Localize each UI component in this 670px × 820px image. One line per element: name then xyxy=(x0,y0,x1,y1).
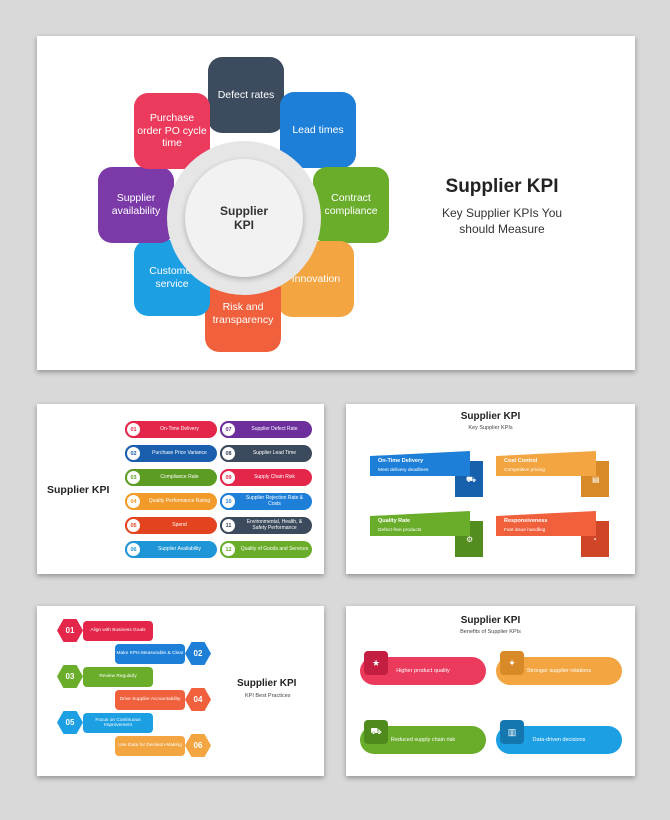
petal-contract-compliance: Contract compliance xyxy=(313,167,389,243)
thumbnail-best-practices[interactable]: Supplier KPI KPI Best Practices Align wi… xyxy=(37,606,324,776)
ribbon-title: Cost Control xyxy=(504,458,538,464)
ribbon-title: Quality Rate xyxy=(378,518,411,524)
step-number-hex: 02 xyxy=(185,642,211,665)
kpi-label: Spend xyxy=(172,521,187,528)
kpi-number: 12 xyxy=(220,541,237,558)
kpi-item: 02 Purchase Price Variance xyxy=(125,445,217,462)
kpi-label: Environmental, Health, & Safety Performa… xyxy=(246,519,303,531)
ribbon-description: Defect-free products xyxy=(378,528,422,533)
kpi-label: Quality of Goods and Services xyxy=(240,545,309,552)
kpi-label: Supply Chain Risk xyxy=(254,473,295,480)
kpi-item: 11 Environmental, Health, & Safety Perfor… xyxy=(220,517,312,534)
petal-label: Contract compliance xyxy=(324,192,378,217)
ribbon-icon: ◔ xyxy=(592,535,597,544)
kpi-item: 07 Supplier Defect Rate xyxy=(220,421,312,438)
ribbon-icon: ▤ xyxy=(592,475,600,484)
kpi-number: 04 xyxy=(125,493,142,510)
kpi-item: 09 Supply Chain Risk xyxy=(220,469,312,486)
petal-label: Supplier availability xyxy=(111,192,161,217)
slide-title: Supplier KPI xyxy=(445,176,559,197)
thumbnail-kpi-list[interactable]: Supplier KPI 01 On-Time Delivery 02 Purchas… xyxy=(37,404,324,574)
petal-label: Innovation xyxy=(291,272,341,285)
kpi-number: 10 xyxy=(220,493,237,510)
benefit-icon: ▥ xyxy=(500,720,524,744)
kpi-item: 10 Supplier Rejection Rate & Costs xyxy=(220,493,312,510)
slide-title: Supplier KPI xyxy=(460,411,521,422)
petal-supplier-availability: Supplier availability xyxy=(98,167,174,243)
thumbnail-key-kpis[interactable]: Supplier KPI Key Supplier KPIs On-Time D… xyxy=(346,404,635,574)
kpi-label: On-Time Delivery xyxy=(160,425,199,432)
slide-title: Supplier KPI xyxy=(237,678,297,689)
benefit-icon: ⛟ xyxy=(364,720,388,744)
step-bar: Focus on Continuous Improvement xyxy=(83,713,153,733)
ribbon-description: Fast issue handling xyxy=(504,528,546,533)
kpi-item: 05 Spend xyxy=(125,517,217,534)
kpi-label: Compliance Rate xyxy=(160,473,199,480)
kpi-number: 01 xyxy=(125,421,142,438)
slide-subtitle: Key Supplier KPIs You should Measure xyxy=(441,206,563,236)
kpi-number: 08 xyxy=(220,445,237,462)
kpi-number: 02 xyxy=(125,445,142,462)
ribbon-band xyxy=(370,511,470,536)
step-number-hex: 04 xyxy=(185,688,211,711)
step-number-hex: 06 xyxy=(185,734,211,757)
center-disc: Supplier KPI xyxy=(185,159,303,277)
ribbon-description: Meet delivery deadlines xyxy=(378,468,429,473)
center-label: Supplier KPI xyxy=(219,203,268,232)
kpi-number: 05 xyxy=(125,517,142,534)
kpi-number: 03 xyxy=(125,469,142,486)
ribbon-band xyxy=(496,511,596,536)
kpi-label: Supplier Lead Time xyxy=(252,449,297,456)
kpi-label: Supplier Defect Rate xyxy=(251,425,298,432)
step-number-hex: 03 xyxy=(57,665,83,688)
slide-subtitle: KPI Best Practices xyxy=(245,693,291,699)
kpi-label: Supplier Availability xyxy=(158,545,201,552)
step-bar: Make KPIs Measurable & Clear xyxy=(115,644,185,664)
main-slide[interactable]: Defect rates Lead times Contract complia… xyxy=(37,36,635,370)
slide-subtitle: Benefits of Supplier KPIs xyxy=(460,629,521,635)
ribbon-icon: ⚙ xyxy=(466,535,474,544)
kpi-number: 07 xyxy=(220,421,237,438)
kpi-number: 06 xyxy=(125,541,142,558)
thumbnail-benefits[interactable]: Supplier KPI Benefits of Supplier KPIs H… xyxy=(346,606,635,776)
kpi-number: 11 xyxy=(220,517,237,534)
petal-defect-rates: Defect rates xyxy=(208,57,284,133)
benefit-icon: ✦ xyxy=(500,651,524,675)
kpi-item: 01 On-Time Delivery xyxy=(125,421,217,438)
slide-title: Supplier KPI xyxy=(47,484,110,496)
kpi-item: 04 Quality Performance Rating xyxy=(125,493,217,510)
petal-lead-times: Lead times xyxy=(280,92,356,168)
step-number-hex: 05 xyxy=(57,711,83,734)
ribbon-description: Competitive pricing xyxy=(504,468,545,473)
ribbon-title: On-Time Delivery xyxy=(378,458,424,464)
step-number-hex: 01 xyxy=(57,619,83,642)
petal-label: Lead times xyxy=(292,123,344,136)
petal-label: Purchase order PO cycle time xyxy=(137,112,207,150)
benefit-icon: ★ xyxy=(364,651,388,675)
step-bar: Review Regularly xyxy=(83,667,153,687)
ribbon-title: Responsiveness xyxy=(504,518,548,524)
slide-subtitle: Key Supplier KPIs xyxy=(468,425,513,431)
step-bar: Align with Business Goals xyxy=(83,621,153,641)
kpi-number: 09 xyxy=(220,469,237,486)
kpi-item: 03 Compliance Rate xyxy=(125,469,217,486)
step-bar: Use Data for Decision-Making xyxy=(115,736,185,756)
ribbon-icon: ⛟ xyxy=(466,475,477,484)
kpi-label: Quality Performance Rating xyxy=(148,497,211,504)
petal-label: Defect rates xyxy=(217,88,275,101)
petal-label: Customer service xyxy=(149,265,195,290)
kpi-label: Supplier Rejection Rate & Costs xyxy=(245,495,304,507)
petal-risk-and-transparency: Risk and transparency xyxy=(205,276,281,352)
slide-title: Supplier KPI xyxy=(460,615,521,626)
petal-label: Risk and transparency xyxy=(212,301,274,326)
kpi-label: Purchase Price Variance xyxy=(152,449,207,456)
kpi-item: 06 Supplier Availability xyxy=(125,541,217,558)
kpi-item: 08 Supplier Lead Time xyxy=(220,445,312,462)
step-bar: Drive Supplier Accountability xyxy=(115,690,185,710)
